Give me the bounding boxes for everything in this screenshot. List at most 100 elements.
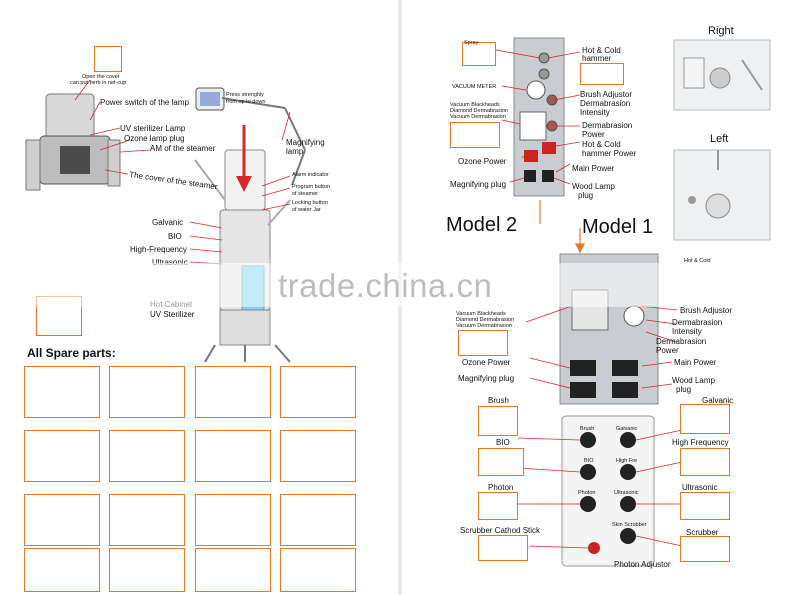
panel-brush: Brush	[488, 396, 509, 405]
label-uv-sterilizer: UV Sterilizer	[150, 310, 195, 319]
model1-label: Model 1	[582, 216, 654, 238]
ultrasonic-thumb	[680, 492, 730, 520]
scrubber-thumb	[680, 536, 730, 562]
m1-main-power: Main Power	[674, 358, 717, 367]
m2-vac-3: Vacuum Dermabrasion	[450, 114, 506, 120]
m2-hot-cold-1: Hot & Cold	[582, 46, 621, 55]
right-view	[673, 39, 771, 111]
knob-highfre: High Fre	[616, 458, 638, 464]
m1-wood-lamp-1: Wood Lamp	[672, 376, 715, 385]
knob-bio: BIO	[584, 458, 594, 464]
label-uv-lamp: UV sterilizer Lamp	[120, 124, 186, 133]
spare-part-box	[109, 366, 185, 418]
right-view-label: Right	[708, 25, 734, 37]
vacuum-thumb	[450, 122, 500, 148]
spare-parts-title: All Spare parts:	[27, 346, 116, 360]
knob-ultrasonic: Ultrasonic	[614, 490, 639, 496]
label-power-switch: Power switch of the lamp	[100, 98, 189, 107]
knob-galvanic: Galvanic	[616, 426, 638, 432]
spare-part-box	[195, 548, 271, 592]
m1-hot-cold: Hot & Cold	[684, 258, 711, 264]
m2-hot-cold-pow-2: hammer Power	[582, 149, 637, 158]
panel-ultrasonic: Ultrasonic	[682, 483, 718, 492]
label-magnifying-1: Magnifying	[286, 138, 325, 147]
spray-thumb	[462, 42, 496, 66]
m2-spray: Spray	[464, 40, 479, 46]
m2-wood-lamp-1: Wood Lamp	[572, 182, 615, 191]
knob-skin-scrubber: Skin Scrubber	[612, 522, 647, 528]
m2-vac-2: Diamond Dermabrasion	[450, 108, 509, 114]
spare-part-box	[109, 430, 185, 482]
spare-part-box	[24, 366, 100, 418]
label-high-frequency: High-Frequency	[130, 245, 187, 254]
panel-photon: Photon	[488, 483, 514, 492]
m1-vacuum-thumb	[458, 330, 508, 356]
m2-magnifying-plug: Magnifying plug	[450, 180, 507, 189]
m1-wood-lamp-2: plug	[676, 385, 692, 394]
knob-photon: Photon	[578, 490, 596, 496]
m2-hot-cold-pow-1: Hot & Cold	[582, 140, 621, 149]
label-program-1: Program button	[292, 184, 330, 190]
cathod-thumb	[478, 535, 528, 561]
spare-part-box	[280, 366, 356, 418]
m1-derma-pow-2: Power	[656, 346, 679, 355]
bio-thumb	[478, 448, 524, 476]
label-bio: BIO	[168, 232, 182, 241]
spare-part-box	[195, 366, 271, 418]
m2-hot-cold-2: hammer	[582, 54, 612, 63]
panel-high-freq: High Frequency	[672, 438, 729, 447]
m2-derma-int-1: Dermabrasion	[580, 99, 631, 108]
galvanic-thumb	[680, 404, 730, 434]
label-locking-2: of water Jar	[292, 207, 321, 213]
model2-label: Model 2	[446, 214, 518, 236]
m2-brush-adj: Brush Adjustor	[580, 90, 633, 99]
m1-brush-adj: Brush Adjustor	[680, 306, 733, 315]
m1-magnifying-plug: Magnifying plug	[458, 374, 515, 383]
panel-galvanic: Galvanic	[702, 396, 734, 405]
label-open-cover: Open the cover	[82, 74, 120, 80]
panel-scrubber-cathod: Scrubber Cathod Stick	[460, 526, 541, 535]
m2-derma-int-2: Intensity	[580, 108, 610, 117]
highfreq-thumb	[680, 448, 730, 476]
magnifying-lamp	[195, 87, 306, 186]
watermark-band: trade.china.cn	[0, 263, 800, 307]
press-arrow	[236, 125, 252, 192]
spare-part-box	[24, 430, 100, 482]
m1-derma-int-2: Intensity	[672, 327, 702, 336]
spare-part-box	[24, 548, 100, 592]
panel-bio: BIO	[496, 438, 510, 447]
spare-part-box	[195, 430, 271, 482]
m2-derma-pow-1: Dermabrasion	[582, 121, 633, 130]
m1-vac-2: Diamond Dermabrasion	[456, 317, 515, 323]
photon-thumb	[478, 492, 518, 520]
spare-part-box	[109, 548, 185, 592]
panel-scrubber: Scrubber	[686, 528, 719, 537]
steamer-head	[25, 93, 121, 191]
left-view	[673, 149, 771, 241]
m2-derma-pow-2: Power	[582, 130, 605, 139]
m1-vac-3: Vacuum Dermabrasion	[456, 323, 512, 329]
model2-panel	[513, 37, 565, 197]
hammer-thumb	[580, 63, 624, 85]
label-ultrasonic: Ultrasonic	[152, 258, 188, 267]
m2-vacuum-meter: VACUUM METER	[452, 84, 497, 90]
label-magnifying-2: lamp	[286, 147, 304, 156]
spare-part-box	[280, 494, 356, 546]
m1-derma-int-1: Dermabrasion	[672, 318, 723, 327]
label-put-herb: can put herb in net-cup	[70, 80, 127, 86]
spare-part-box	[280, 430, 356, 482]
label-ozone-plug: Ozone lamp plug	[124, 134, 185, 143]
control-panel	[561, 415, 655, 567]
m2-ozone-power: Ozone Power	[458, 157, 507, 166]
m2-vac-1: Vacuum Blackheads	[450, 102, 500, 108]
spare-part-box	[195, 494, 271, 546]
spare-part-box	[280, 548, 356, 592]
m1-derma-pow-1: Dermabrasion	[656, 337, 707, 346]
m1-vac-1: Vacuum Blackheads	[456, 311, 506, 317]
model-arrows	[539, 200, 585, 254]
label-program-2: of steamer	[292, 191, 318, 197]
spare-part-box	[109, 494, 185, 546]
watermark-text: trade.china.cn	[278, 267, 493, 304]
brush-thumb	[478, 406, 518, 436]
